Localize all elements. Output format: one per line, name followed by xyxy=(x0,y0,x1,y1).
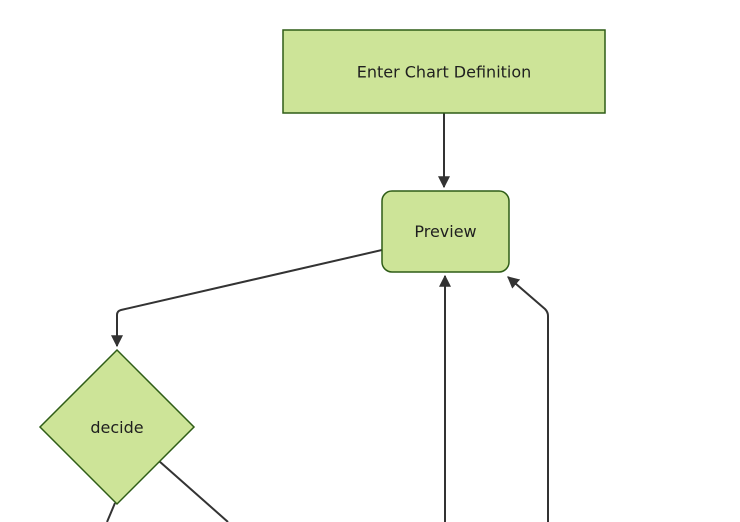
decide-label: decide xyxy=(90,418,143,437)
preview-box xyxy=(381,190,510,273)
edge-decide-down-right xyxy=(158,460,229,522)
node-decide: decide xyxy=(38,348,196,506)
edge-bottom-to-preview-2 xyxy=(507,276,549,522)
edge-preview-to-decide xyxy=(111,249,383,348)
enter-chart-definition-box xyxy=(282,29,606,114)
preview-label: Preview xyxy=(414,222,476,241)
enter-chart-definition-label: Enter Chart Definition xyxy=(357,63,532,82)
node-preview: Preview xyxy=(381,190,510,273)
edge-decide-down-left xyxy=(106,502,116,522)
decide-diamond xyxy=(38,348,196,506)
node-enter-chart-definition: Enter Chart Definition xyxy=(282,29,606,114)
